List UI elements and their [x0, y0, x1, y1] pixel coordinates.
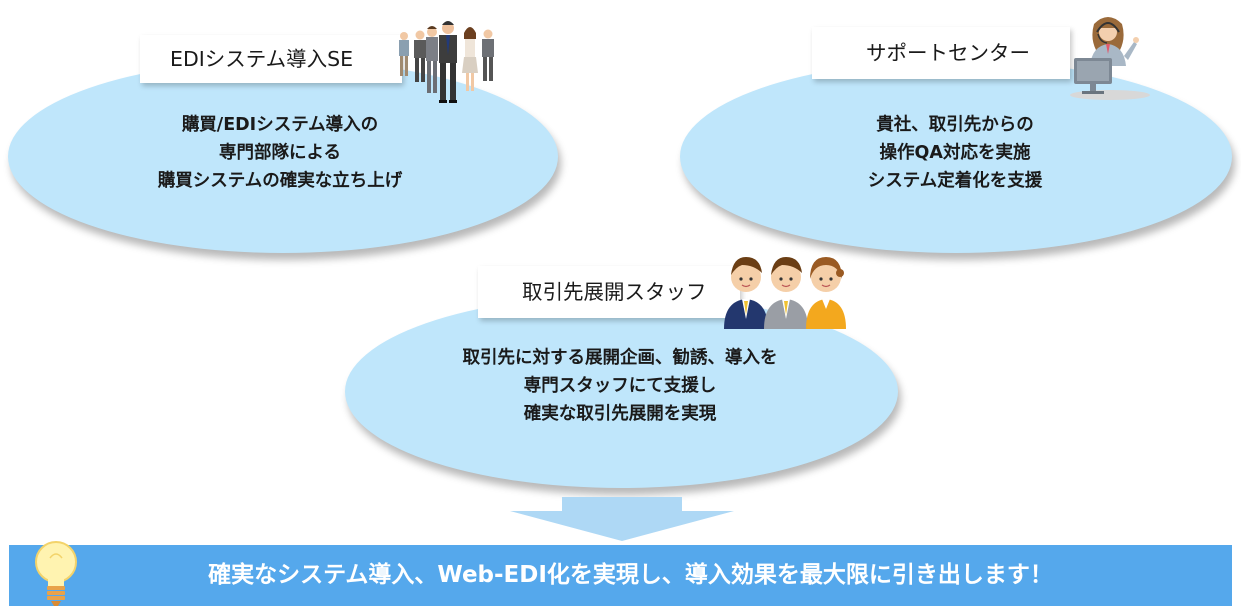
- se-description: 購買/EDIシステム導入の 専門部隊による 購買システムの確実な立ち上げ: [80, 111, 480, 195]
- se-line-2: 専門部隊による: [219, 143, 341, 163]
- support-line-3: システム定着化を支援: [867, 171, 1043, 191]
- support-label: サポートセンター: [812, 27, 1070, 79]
- staff-line-2: 専門スタッフにて支援し: [523, 376, 717, 396]
- lightbulb-icon: [35, 541, 77, 606]
- support-description: 貴社、取引先からの 操作QA対応を実施 システム定着化を支援: [755, 111, 1155, 195]
- staff-line-3: 確実な取引先展開を実現: [523, 404, 717, 424]
- staff-description: 取引先に対する展開企画、勧誘、導入を 専門スタッフにて支援し 確実な取引先展開を…: [420, 344, 820, 428]
- conclusion-banner: 確実なシステム導入、Web-EDI化を実現し、導入効果を最大限に引き出します！: [9, 545, 1232, 606]
- support-line-1: 貴社、取引先からの: [876, 115, 1034, 135]
- down-arrow-icon: [510, 497, 734, 541]
- business-people-group-icon: [399, 21, 494, 103]
- se-ellipse: [8, 60, 558, 253]
- call-center-operator-icon: [1070, 17, 1150, 100]
- staff-line-1: 取引先に対する展開企画、勧誘、導入を: [462, 348, 778, 368]
- se-line-3: 購買システムの確実な立ち上げ: [157, 171, 403, 191]
- banner-text: 確実なシステム導入、Web-EDI化を実現し、導入効果を最大限に引き出します！: [208, 562, 1053, 588]
- se-label: EDIシステム導入SE: [140, 35, 402, 83]
- se-line-1: 購買/EDIシステム導入の: [181, 115, 379, 135]
- staff-trio-icon: [724, 257, 846, 329]
- support-line-2: 操作QA対応を実施: [879, 143, 1031, 163]
- staff-label: 取引先展開スタッフ: [478, 266, 740, 318]
